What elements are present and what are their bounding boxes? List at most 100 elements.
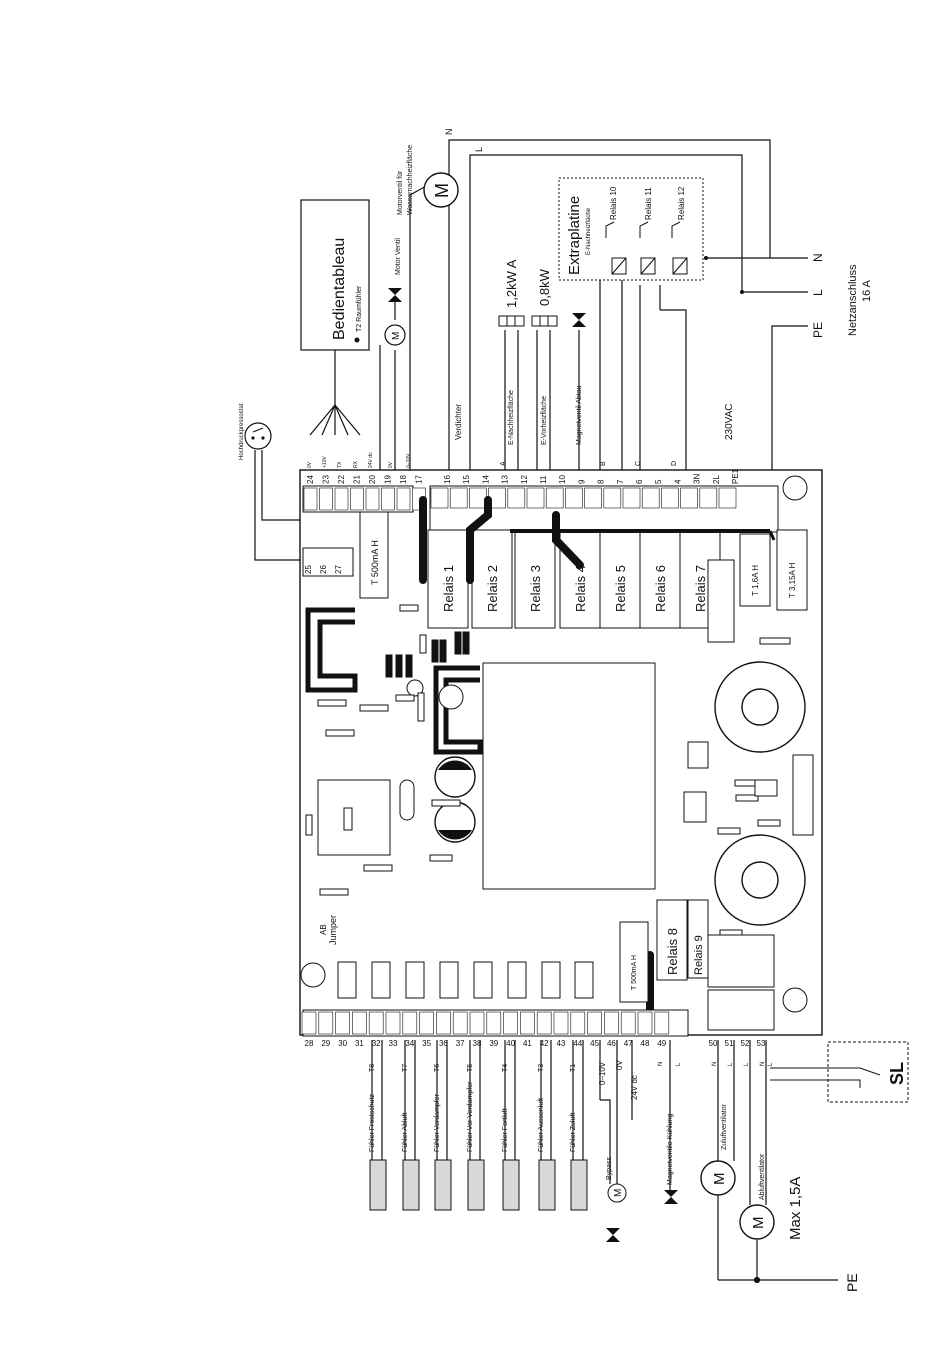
resistor	[754, 779, 778, 797]
bottom-relay-box	[507, 961, 527, 999]
bottom-relay-box	[405, 961, 425, 999]
sensor-probe	[369, 1159, 387, 1211]
terminal-screw	[469, 1011, 485, 1035]
terminal-screw	[303, 487, 318, 511]
resistor	[325, 729, 355, 737]
mains-label: Netzanschluss	[847, 264, 859, 336]
terminal-screw	[318, 1011, 334, 1035]
capacitors	[406, 679, 476, 843]
terminal-number: 14	[481, 475, 490, 484]
extra-board: Extraplatine E-Nachheizfläche Relais 10 …	[558, 177, 704, 281]
compressor-label: Verdichter	[454, 404, 463, 440]
bottom-terminal-number: 45	[590, 1039, 599, 1048]
bypass-m: M	[613, 1189, 624, 1197]
terminal-number: 24	[306, 475, 315, 484]
relay-9: Relais 9	[687, 899, 709, 979]
fuse-4-label: T 500mA H	[631, 955, 638, 990]
terminal-number: 9	[577, 479, 586, 484]
fuse-2: T 1,6A H	[739, 533, 771, 607]
mains-amps: 16 A	[861, 279, 873, 302]
terminal-number: 12	[520, 475, 529, 484]
fan-max-current: Max 1,5A	[787, 1177, 804, 1240]
bottom-terminal-letter: N	[658, 1062, 664, 1066]
resistor	[759, 637, 791, 645]
relay-label: Relais 3	[528, 565, 543, 612]
terminal-screw	[385, 1011, 401, 1035]
bypass-motor: 0–10V 0V 24V dc M Bypass	[598, 1060, 639, 1242]
terminal-screw	[545, 487, 564, 509]
sig-tx: TX	[337, 461, 343, 468]
sl-switch: SL	[770, 1041, 909, 1103]
jumper-label: Jumper	[328, 915, 338, 945]
sensor-probe	[402, 1159, 420, 1211]
terminal-screw	[604, 1011, 619, 1035]
terminal-screw	[680, 487, 698, 509]
wire-b: B	[600, 461, 607, 466]
sensor-name: Fühler Verdampfer	[434, 1093, 441, 1152]
bottom-terminal-number: 53	[757, 1039, 766, 1048]
sensor-tag: T8	[369, 1064, 376, 1072]
sensor-probe	[538, 1159, 556, 1211]
terminal-screw	[319, 487, 333, 511]
bottom-terminal-number: 42	[540, 1039, 549, 1048]
relay-label: Relais 6	[653, 565, 668, 612]
bottom-terminal-number: 30	[338, 1039, 347, 1048]
mains-n: N	[811, 253, 825, 262]
after-heater-label: E-Nachheizfläche	[508, 390, 515, 445]
terminal-number: 15	[462, 475, 471, 484]
bottom-terminal-letter: N	[760, 1062, 766, 1066]
supply-fan-m: M	[711, 1173, 728, 1186]
wire-a: A	[500, 461, 507, 466]
terminal-number: 8	[597, 479, 606, 484]
mains-connection: N L PE Netzanschluss 16 A	[704, 253, 873, 338]
bottom-terminal-number: 28	[305, 1039, 314, 1048]
sensor-tag: T7	[402, 1064, 409, 1072]
control-panel-title: Bedientableau	[331, 238, 348, 340]
extra-relay-12: Relais 12	[677, 186, 686, 220]
resistor	[359, 704, 389, 712]
fuse-1-label: T 500mA H	[370, 540, 380, 585]
heater-b-power: 0,8kW	[537, 268, 552, 306]
terminal-number: 22	[337, 475, 346, 484]
bottom-relay-box	[574, 961, 594, 999]
resistor	[399, 604, 419, 612]
resistor	[317, 699, 347, 707]
bottom-terminal-number: 36	[439, 1039, 448, 1048]
terminal-screw	[661, 487, 679, 509]
terminal-screw	[520, 1011, 535, 1035]
bottom-relay-boxes	[337, 961, 594, 999]
bottom-wiring	[371, 1040, 838, 1284]
bottom-terminal-number: 49	[657, 1039, 666, 1048]
resistor	[734, 779, 758, 787]
header-pin	[405, 654, 413, 678]
sensor-name: Fühler Aussenluft	[538, 1098, 545, 1152]
resistor	[431, 799, 461, 807]
header-pin	[431, 639, 439, 663]
bottom-terminal-letter: N	[712, 1062, 718, 1066]
side-terminal-number: 25	[304, 565, 313, 574]
sensor-name: Fühler Fortluft	[502, 1108, 509, 1152]
water-motor-valve: M Motorventil für Wassernachheizfläche	[397, 145, 459, 215]
terminal-screw	[565, 487, 583, 509]
terminal-screw	[334, 487, 349, 511]
header-pin	[439, 639, 447, 663]
heater-a-power: 1,2kW A	[504, 259, 519, 308]
terminal-screw	[620, 1011, 636, 1035]
relay-label: Relais 4	[573, 565, 588, 612]
sensor-probe	[570, 1159, 588, 1211]
bottom-terminal-number: 51	[725, 1039, 734, 1048]
bottom-terminal-number: 43	[557, 1039, 566, 1048]
wire-c: C	[635, 461, 642, 466]
vac-label: 230VAC	[724, 403, 735, 440]
resistor	[319, 888, 349, 896]
bottom-terminal-number: 39	[489, 1039, 498, 1048]
bypass-0v: 0V	[615, 1060, 624, 1070]
cooling-valve-label: Magnetventile Kühlung	[667, 1114, 674, 1185]
terminal-number: 18	[399, 475, 408, 484]
fuse-3-label: T 3,15A H	[788, 562, 797, 598]
relay-label: Relais 1	[441, 565, 456, 612]
terminal-screw	[503, 1011, 518, 1035]
bottom-relay-box	[439, 961, 459, 999]
extra-board-title: Extraplatine	[566, 196, 583, 275]
